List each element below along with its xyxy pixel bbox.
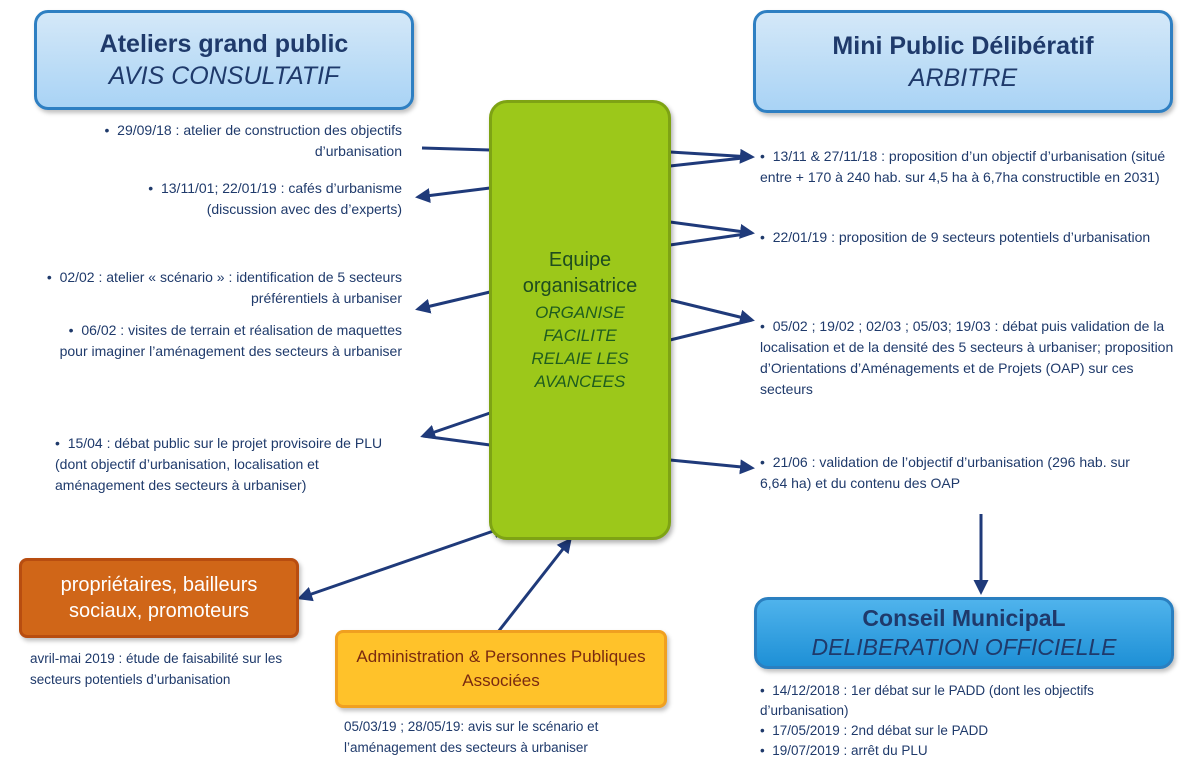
note-text: 05/03/19 ; 28/05/19: avis sur le scénari… — [344, 719, 599, 755]
note-cafes-urbanisme: • 13/11/01; 22/01/19 : cafés d’urbanisme… — [100, 178, 402, 220]
note-objectif-urbanisation: • 13/11 & 27/11/18 : proposition d’un ob… — [760, 146, 1180, 188]
conseil-note-arret: • 19/07/2019 : arrêt du PLU — [760, 741, 1140, 761]
conseil-note-padd-1: • 14/12/2018 : 1er débat sur le PADD (do… — [760, 681, 1140, 721]
bullet: • — [760, 148, 773, 164]
bullet: • — [760, 743, 773, 758]
admin-note: 05/03/19 ; 28/05/19: avis sur le scénari… — [344, 716, 644, 758]
note-text: 29/09/18 : atelier de construction des o… — [117, 122, 402, 159]
note-debat-oap: • 05/02 ; 19/02 ; 02/03 ; 05/03; 19/03 :… — [760, 316, 1180, 400]
arrow-from-equipe-3 — [669, 318, 753, 342]
note-atelier-objectifs: • 29/09/18 : atelier de construction des… — [40, 120, 402, 162]
equipe-line-relaie: RELAIE LES — [531, 349, 629, 368]
arrow-to-debat-oap — [669, 298, 755, 325]
bullet: • — [46, 269, 60, 285]
bullet: • — [760, 723, 773, 738]
equipe-line-avancees: AVANCEES — [534, 372, 626, 391]
conseil-box: Conseil MunicipaL DELIBERATION OFFICIELL… — [754, 597, 1174, 669]
note-text: 13/11/01; 22/01/19 : cafés d’urbanisme (… — [160, 180, 402, 217]
arrow-owners-equipe — [297, 523, 508, 602]
note-secteurs-potentiels: • 22/01/19 : proposition de 9 secteurs p… — [760, 227, 1180, 248]
arrow-to-cafes — [415, 186, 491, 203]
note-text: 02/02 : atelier « scénario » : identific… — [59, 269, 402, 306]
note-text: avril-mai 2019 : étude de faisabilité su… — [30, 651, 283, 687]
admin-label: Administration & Personnes Publiques Ass… — [356, 647, 646, 690]
mini-public-title: Mini Public Délibératif — [832, 31, 1094, 60]
conseil-title: Conseil MunicipaL — [862, 605, 1066, 631]
bullet: • — [760, 454, 773, 470]
bullet: • — [68, 322, 82, 338]
mini-public-box: Mini Public Délibératif ARBITRE — [753, 10, 1173, 113]
owners-label: propriétaires, bailleurs sociaux, promot… — [60, 574, 258, 622]
bullet: • — [760, 683, 773, 698]
note-text: 13/11 & 27/11/18 : proposition d’un obje… — [760, 148, 1166, 185]
owners-note: avril-mai 2019 : étude de faisabilité su… — [30, 648, 300, 690]
ateliers-subtitle: AVIS CONSULTATIF — [108, 62, 340, 90]
bullet: • — [55, 435, 68, 451]
note-validation-objectif: • 21/06 : validation de l’objectif d’urb… — [760, 452, 1160, 494]
arrow-from-equipe-1 — [669, 155, 753, 168]
arrow-to-debat-public-1 — [420, 411, 491, 440]
arrow-to-secteurs — [669, 220, 755, 239]
equipe-title: Equipe organisatrice — [522, 249, 638, 297]
conseil-note-padd-2: • 17/05/2019 : 2nd débat sur le PADD — [760, 721, 1140, 741]
note-text: 17/05/2019 : 2nd débat sur le PADD — [772, 723, 989, 738]
equipe-line-organise: ORGANISE — [535, 303, 625, 322]
note-debat-public: • 15/04 : débat public sur le projet pro… — [55, 433, 405, 496]
note-text: 22/01/19 : proposition de 9 secteurs pot… — [772, 229, 1151, 245]
bullet: • — [104, 122, 118, 138]
note-text: 06/02 : visites de terrain et réalisatio… — [59, 322, 402, 359]
arrow-to-scenario — [415, 290, 491, 314]
arrow-from-equipe-2 — [669, 231, 753, 247]
note-text: 19/07/2019 : arrêt du PLU — [772, 743, 928, 758]
arrow-admin-equipe — [496, 537, 572, 633]
arrow-to-debat-public-2 — [422, 434, 491, 447]
note-atelier-scenario: • 02/02 : atelier « scénario » : identif… — [40, 267, 402, 309]
admin-box: Administration & Personnes Publiques Ass… — [335, 630, 667, 708]
bullet: • — [148, 180, 161, 196]
note-text: 15/04 : débat public sur le projet provi… — [55, 435, 383, 493]
note-text: 05/02 ; 19/02 ; 02/03 ; 05/03; 19/03 : d… — [760, 318, 1174, 397]
bullet: • — [760, 318, 773, 334]
ateliers-title: Ateliers grand public — [99, 30, 349, 58]
conseil-subtitle: DELIBERATION OFFICIELLE — [811, 634, 1117, 660]
note-text: 21/06 : validation de l’objectif d’urban… — [760, 454, 1130, 491]
arrow-to-validation — [669, 458, 755, 475]
arrow-from-atelier-objectifs — [421, 146, 491, 152]
equipe-line-facilite: FACILITE — [543, 326, 617, 345]
conseil-notes: • 14/12/2018 : 1er débat sur le PADD (do… — [760, 681, 1140, 761]
note-visites-terrain: • 06/02 : visites de terrain et réalisat… — [40, 320, 402, 362]
owners-box: propriétaires, bailleurs sociaux, promot… — [19, 558, 299, 638]
note-text: 14/12/2018 : 1er débat sur le PADD (dont… — [760, 683, 1094, 718]
arrow-to-objectif — [669, 148, 755, 164]
equipe-box: Equipe organisatrice ORGANISE FACILITE R… — [489, 100, 671, 540]
ateliers-box: Ateliers grand public AVIS CONSULTATIF — [34, 10, 414, 110]
mini-public-subtitle: ARBITRE — [908, 63, 1018, 92]
bullet: • — [760, 229, 773, 245]
